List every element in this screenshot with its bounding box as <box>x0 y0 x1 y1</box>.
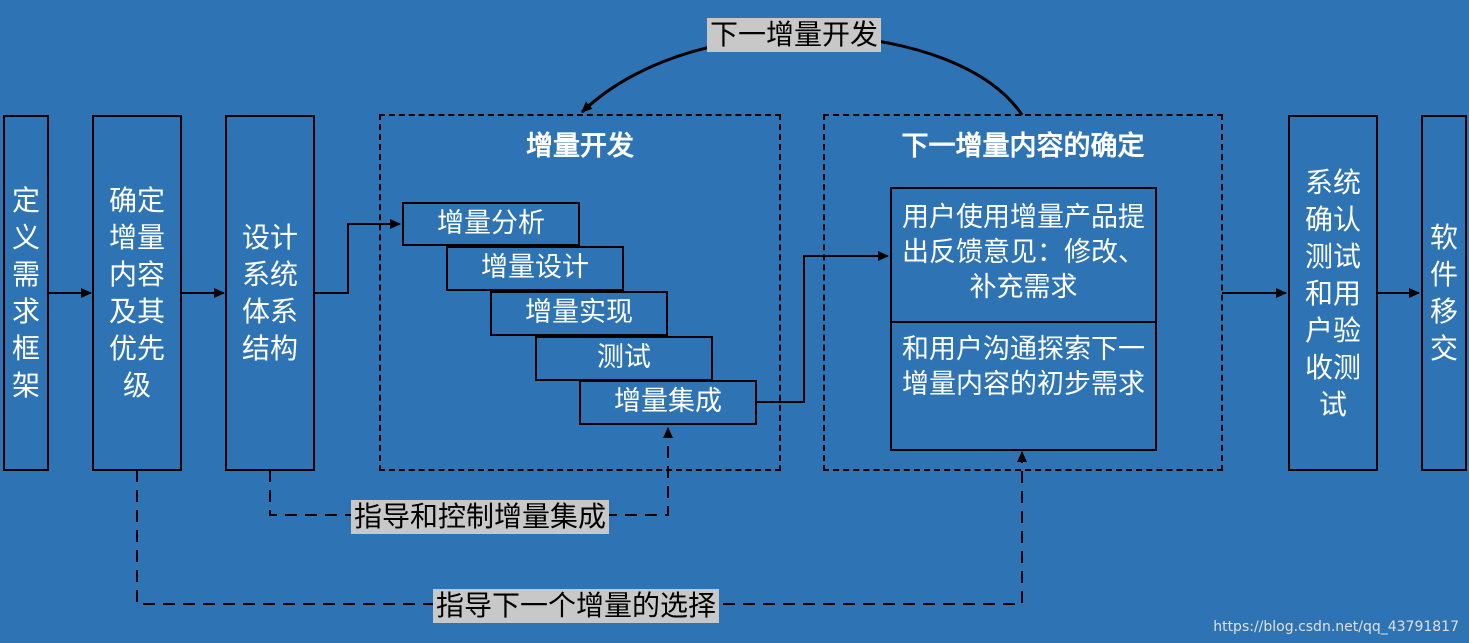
step-increment-implementation: 增量实现 <box>490 291 668 336</box>
step-increment-design: 增量设计 <box>446 246 624 291</box>
stage-transfer-line: 移 <box>1429 295 1458 328</box>
box-determine-priority <box>92 115 182 471</box>
box-system-architecture-text: 设计系统体系结构 <box>225 115 315 471</box>
stage-priority-line: 增量 <box>108 221 165 254</box>
stage-architecture-line: 系统 <box>241 258 298 291</box>
group-next-increment <box>823 114 1223 471</box>
stage-architecture-line: 结构 <box>241 332 298 365</box>
label-next-increment-development: 下一增量开发 <box>707 18 882 52</box>
next-increment-title: 下一增量内容的确定 <box>901 131 1145 162</box>
stage-define-line: 定 <box>11 184 40 217</box>
stage-acceptance-line: 试 <box>1318 387 1347 421</box>
stage-define-line: 架 <box>11 369 40 402</box>
step-testing: 测试 <box>535 336 713 381</box>
stage-priority-line: 确定 <box>108 184 165 217</box>
stage-priority-line: 级 <box>122 369 151 402</box>
stage-acceptance-line: 系统 <box>1304 165 1361 199</box>
box-define-requirements-text: 定义需求框架 <box>3 115 49 471</box>
box-acceptance-testing-text: 系统确认测试和用户验收测试 <box>1288 115 1378 471</box>
stage-priority-line: 内容 <box>108 258 165 291</box>
stage-transfer-line: 软 <box>1429 221 1458 254</box>
box-determine-priority-text: 确定增量内容及其优先级 <box>92 115 182 471</box>
dashed-guide-selection <box>136 451 1027 605</box>
stage-acceptance-line: 和用 <box>1304 276 1361 310</box>
step-increment-integration: 增量集成 <box>579 380 757 425</box>
stage-acceptance-line: 确认 <box>1304 202 1361 236</box>
box-define-requirements <box>3 115 49 471</box>
stage-priority-line: 及其 <box>108 295 165 328</box>
stage-define-line: 框 <box>11 332 40 365</box>
stage-acceptance-line: 户验 <box>1304 313 1361 347</box>
box-explore-requirements <box>890 321 1157 451</box>
user-feedback-text: 用户使用增量产品提出反馈意见：修改、补充需求 <box>902 202 1145 303</box>
box-software-transfer <box>1421 115 1467 471</box>
stage-transfer-line: 件 <box>1429 258 1458 291</box>
stage-acceptance-line: 测试 <box>1304 239 1361 273</box>
label-guide-selection: 指导下一个增量的选择 <box>433 589 720 623</box>
label-guide-integration: 指导和控制增量集成 <box>351 500 610 534</box>
box-system-architecture <box>225 115 315 471</box>
watermark: https://blog.csdn.net/qq_43791817 <box>1213 619 1459 635</box>
stage-define-line: 义 <box>11 221 40 254</box>
box-software-transfer-text: 软件移交 <box>1421 115 1467 471</box>
stage-priority-line: 优先 <box>108 332 165 365</box>
stage-acceptance-line: 收测 <box>1304 350 1361 384</box>
increment-development-title: 增量开发 <box>526 131 634 162</box>
explore-requirements-text: 和用户沟通探索下一增量内容的初步需求 <box>902 334 1145 400</box>
arrow-architecture-to-analysis <box>314 219 401 294</box>
stage-architecture-line: 体系 <box>241 295 298 328</box>
stage-architecture-line: 设计 <box>241 221 298 254</box>
group-increment-development <box>379 114 781 471</box>
stage-define-line: 需 <box>11 258 40 291</box>
box-acceptance-testing <box>1288 115 1378 471</box>
stage-transfer-line: 交 <box>1429 332 1458 365</box>
stage-define-line: 求 <box>11 295 40 328</box>
step-increment-analysis: 增量分析 <box>402 202 580 246</box>
